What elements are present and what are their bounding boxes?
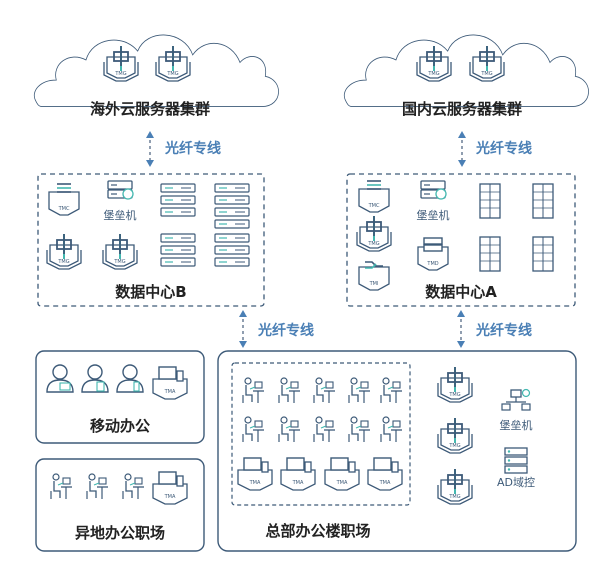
hq-ad-label: AD域控 xyxy=(497,475,535,489)
svg-text:TMG: TMG xyxy=(367,241,379,247)
server-rack-group xyxy=(479,183,554,272)
tmg-icon: TMG xyxy=(155,45,191,82)
overseas-fiber-link: 光纤专线 xyxy=(146,131,221,167)
desk-worker-icon xyxy=(50,473,73,500)
svg-text:TMG: TMG xyxy=(57,259,69,265)
hq-workstation-grid xyxy=(242,377,403,443)
svg-text:TMG: TMG xyxy=(114,71,126,77)
overseas-cloud: TMG TMG 海外云服务器集群 xyxy=(33,34,279,118)
tmg-icon: TMG xyxy=(437,468,473,505)
network-bastion-icon xyxy=(501,388,531,411)
tmg-icon: TMG xyxy=(437,417,473,454)
tmg-icon: TMG xyxy=(437,366,473,403)
svg-text:TMG: TMG xyxy=(166,71,178,77)
remote-office: TMA 异地办公职场 xyxy=(35,458,205,552)
svg-text:TMA: TMA xyxy=(164,494,176,500)
tmc-icon: TMC xyxy=(48,183,80,216)
tmc-icon: TMC xyxy=(358,180,390,213)
tmg-icon: TMG xyxy=(103,45,139,82)
tma-icon: TMA xyxy=(324,457,360,491)
datacenter-a-bastion-label: 堡垒机 xyxy=(417,208,450,222)
desk-worker-icon xyxy=(348,377,371,404)
svg-text:TMG: TMG xyxy=(427,71,439,77)
svg-text:TMG: TMG xyxy=(448,443,460,449)
overseas-fiber-label: 光纤专线 xyxy=(164,140,221,157)
desk-worker-icon xyxy=(86,473,109,500)
svg-text:TMA: TMA xyxy=(379,480,391,486)
hq-office-label: 总部办公楼职场 xyxy=(265,522,370,540)
domestic-cloud-label: 国内云服务器集群 xyxy=(402,100,522,118)
hq-tma-row: TMA TMA TMA TMA xyxy=(237,457,403,491)
bastion-host-icon xyxy=(107,180,134,200)
datacenter-a: TMC TMG TMI 堡垒机 TMD 数据中心A xyxy=(346,173,576,307)
datacenter-b-bastion-label: 堡垒机 xyxy=(104,208,137,222)
svg-text:TMG: TMG xyxy=(480,71,492,77)
svg-text:TMD: TMD xyxy=(426,261,438,267)
domestic-cloud: TMG TMG 国内云服务器集群 xyxy=(343,34,589,118)
desk-worker-icon xyxy=(313,377,336,404)
datacenter-b-fiber-link: 光纤专线 xyxy=(239,310,314,348)
user-laptop-icon xyxy=(46,364,74,393)
overseas-cloud-label: 海外云服务器集群 xyxy=(90,100,210,118)
user-phone-icon xyxy=(116,364,144,393)
svg-text:TMC: TMC xyxy=(58,206,70,212)
hq-office: TMA TMA TMA TMA TMG TMG TMG 堡垒机 AD域控 总部办… xyxy=(217,350,577,552)
svg-text:TMG: TMG xyxy=(113,259,125,265)
svg-text:TMA: TMA xyxy=(249,480,261,486)
mobile-office-label: 移动办公 xyxy=(90,417,150,435)
ad-server-icon xyxy=(504,447,528,474)
server-stack xyxy=(160,183,196,267)
desk-worker-icon xyxy=(242,377,265,404)
svg-text:TMI: TMI xyxy=(369,281,379,287)
remote-office-label: 异地办公职场 xyxy=(75,524,165,542)
server-stack xyxy=(214,183,250,267)
desk-worker-icon xyxy=(380,377,403,404)
desk-worker-icon xyxy=(122,473,145,500)
tmg-icon: TMG xyxy=(416,45,452,82)
datacenter-a-fiber-link: 光纤专线 xyxy=(457,310,532,348)
desk-worker-icon xyxy=(242,416,265,443)
tmg-icon: TMG xyxy=(469,45,505,82)
datacenter-a-label: 数据中心A xyxy=(425,283,497,301)
svg-text:TMC: TMC xyxy=(368,203,380,209)
datacenter-b-label: 数据中心B xyxy=(115,283,186,301)
desk-worker-icon xyxy=(380,416,403,443)
mobile-office: TMA 移动办公 xyxy=(35,350,205,444)
desk-worker-icon xyxy=(348,416,371,443)
tma-icon: TMA xyxy=(152,366,188,400)
svg-text:TMA: TMA xyxy=(292,480,304,486)
tma-icon: TMA xyxy=(152,471,188,505)
tma-icon: TMA xyxy=(237,457,273,491)
svg-text:TMA: TMA xyxy=(164,389,176,395)
user-tablet-icon xyxy=(81,364,109,393)
domestic-fiber-link: 光纤专线 xyxy=(458,131,532,167)
datacenter-b: TMC 堡垒机 TMG TMG 数据中心B xyxy=(37,173,265,307)
desk-worker-icon xyxy=(313,416,336,443)
tmg-icon: TMG xyxy=(102,233,138,270)
svg-text:TMA: TMA xyxy=(336,480,348,486)
bastion-host-icon xyxy=(420,180,447,200)
desk-worker-icon xyxy=(278,416,301,443)
desk-worker-icon xyxy=(278,377,301,404)
hq-bastion-label: 堡垒机 xyxy=(500,418,533,432)
tmi-icon: TMI xyxy=(358,261,390,291)
datacenter-a-fiber-label: 光纤专线 xyxy=(475,322,532,339)
tma-icon: TMA xyxy=(280,457,316,491)
domestic-fiber-label: 光纤专线 xyxy=(475,140,532,157)
svg-text:TMG: TMG xyxy=(448,392,460,398)
tma-icon: TMA xyxy=(367,457,403,491)
tmg-icon: TMG xyxy=(356,215,392,252)
datacenter-b-fiber-label: 光纤专线 xyxy=(257,322,314,339)
tmg-icon: TMG xyxy=(46,233,82,270)
svg-text:TMG: TMG xyxy=(448,494,460,500)
tmd-icon: TMD xyxy=(417,237,449,271)
